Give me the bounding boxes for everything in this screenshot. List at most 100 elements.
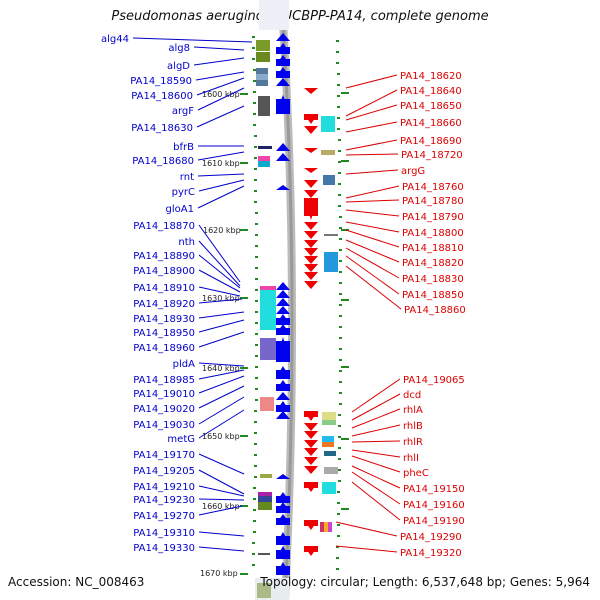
forward-gene-arrow	[276, 474, 290, 479]
reverse-gene-arrow	[304, 148, 318, 153]
left-connector-line	[198, 179, 245, 192]
tick-mark	[339, 403, 342, 405]
right-gene-label: PA14_18800	[402, 228, 464, 239]
feature-block	[260, 397, 274, 411]
reverse-gene-arrow	[304, 248, 318, 256]
right-connector-line	[345, 229, 400, 248]
tick-mark	[255, 366, 258, 368]
forward-gene-body	[276, 328, 290, 335]
tick-mark	[337, 106, 340, 108]
left-gene-label: PA14_18890	[133, 251, 195, 262]
reverse-gene-arrow	[304, 222, 318, 230]
right-gene-label: PA14_18830	[402, 274, 464, 285]
forward-gene-arrow	[276, 153, 290, 161]
feature-block	[258, 146, 272, 149]
forward-gene-body	[276, 566, 290, 575]
left-gene-label: pyrC	[172, 187, 195, 198]
left-gene-label: PA14_19010	[133, 389, 195, 400]
major-tick	[240, 367, 248, 369]
reverse-gene-arrow	[304, 264, 318, 272]
forward-gene-arrow	[276, 78, 290, 86]
topology-label: Topology: circular; Length: 6,537,648 bp…	[260, 575, 590, 589]
left-gene-label: PA14_18870	[133, 221, 195, 232]
reverse-gene-body	[304, 411, 318, 417]
tick-mark	[255, 245, 258, 247]
tick-mark	[337, 535, 340, 537]
tick-mark	[255, 333, 258, 335]
right-connector-line	[335, 521, 398, 537]
forward-gene-body	[276, 99, 290, 114]
reverse-gene-arrow	[304, 126, 318, 134]
reverse-gene-arrow	[304, 168, 318, 173]
tick-mark	[254, 410, 257, 412]
left-gene-label: PA14_18920	[133, 299, 195, 310]
feature-block	[324, 522, 328, 532]
tick-mark	[337, 513, 340, 515]
major-tick	[341, 366, 349, 368]
reverse-gene-arrow	[304, 423, 318, 431]
right-gene-label: PA14_18690	[400, 136, 462, 147]
feature-block	[258, 96, 270, 116]
left-gene-label: PA14_19170	[133, 450, 195, 461]
right-gene-label: argG	[401, 166, 425, 177]
feature-block	[322, 412, 336, 422]
right-connector-line	[351, 408, 401, 429]
tick-mark	[254, 443, 257, 445]
tick-mark	[253, 498, 256, 500]
right-gene-label: PA14_19190	[403, 516, 465, 527]
tick-mark	[254, 476, 257, 478]
right-gene-label: PA14_18790	[402, 212, 464, 223]
reverse-gene-arrow	[304, 440, 318, 448]
right-gene-label: PA14_18620	[400, 71, 462, 82]
right-gene-label: PA14_18660	[400, 118, 462, 129]
tick-mark	[253, 69, 256, 71]
reverse-gene-arrow	[304, 256, 318, 264]
forward-gene-body	[276, 506, 290, 513]
forward-gene-body	[276, 370, 290, 379]
tick-mark	[338, 469, 341, 471]
feature-block	[257, 583, 271, 598]
tick-mark	[338, 425, 341, 427]
right-gene-label: dcd	[403, 390, 421, 401]
tick-mark	[254, 190, 257, 192]
right-connector-line	[351, 471, 401, 505]
tick-mark	[254, 421, 257, 423]
left-connector-line	[193, 57, 245, 66]
reverse-gene-body	[304, 482, 318, 488]
tick-mark	[254, 146, 257, 148]
left-connector-line	[198, 469, 245, 495]
left-connector-line	[132, 37, 253, 43]
feature-block	[321, 150, 335, 155]
left-connector-line	[198, 224, 241, 283]
forward-gene-arrow	[276, 33, 290, 41]
feature-block	[258, 553, 270, 555]
right-gene-label: pheC	[403, 468, 429, 479]
left-gene-label: algD	[167, 61, 190, 72]
tick-mark	[252, 553, 255, 555]
tick-mark	[337, 491, 340, 493]
left-gene-label: metG	[167, 434, 195, 445]
right-connector-line	[351, 378, 401, 413]
forward-gene-arrow	[276, 185, 290, 190]
feature-block	[324, 451, 336, 456]
forward-gene-arrow	[276, 282, 290, 290]
left-connector-line	[198, 362, 245, 367]
tick-mark	[339, 326, 342, 328]
reverse-gene-body	[304, 198, 318, 216]
tick-mark	[255, 388, 258, 390]
tick-mark	[337, 128, 340, 130]
tick-mark	[253, 113, 256, 115]
tick-mark	[253, 509, 256, 511]
right-connector-line	[351, 455, 401, 473]
right-connector-line	[345, 247, 400, 279]
left-connector-line	[197, 87, 245, 111]
tick-mark	[338, 205, 341, 207]
left-gene-label: PA14_19210	[133, 482, 195, 493]
tick-mark	[339, 370, 342, 372]
left-gene-label: alg8	[168, 43, 190, 54]
scale-label: 1630 kbp	[202, 294, 240, 303]
left-connector-line	[198, 319, 245, 333]
tick-mark	[337, 95, 340, 97]
left-connector-line	[198, 396, 245, 425]
